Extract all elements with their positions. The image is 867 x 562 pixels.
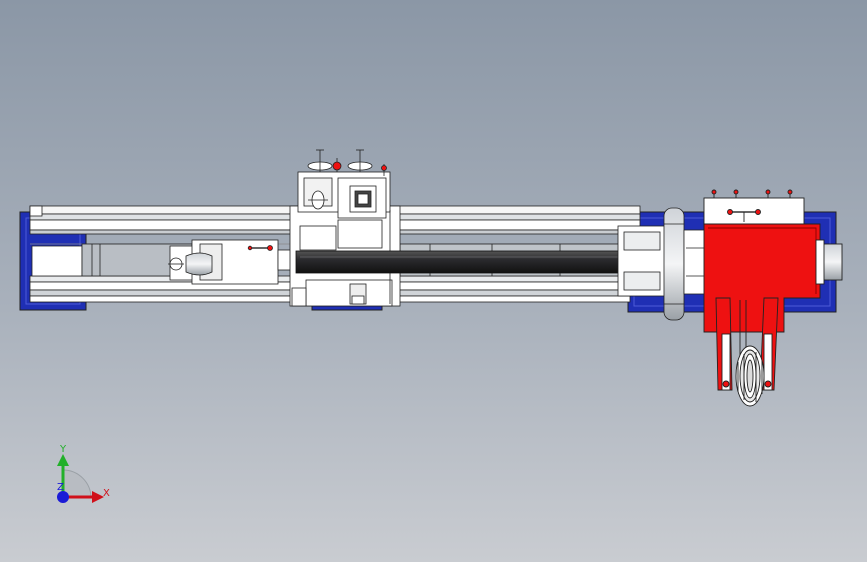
feed-gearbox[interactable] (617, 225, 667, 297)
coordinate-triad[interactable]: Y X Z (57, 444, 110, 503)
triad-x-label: X (103, 488, 110, 499)
triad-z-axis (57, 491, 69, 503)
tailstock-lock-lever-icon[interactable] (247, 245, 273, 251)
triad-y-label: Y (59, 444, 67, 455)
carriage[interactable] (289, 149, 401, 307)
chuck-flange[interactable] (663, 207, 707, 321)
tailstock[interactable] (168, 239, 297, 285)
triad-z-label: Z (57, 482, 64, 493)
cross-slide-handwheel-icon[interactable] (307, 149, 333, 172)
compound-handwheel-icon[interactable] (347, 149, 373, 172)
headstock-bolt-icon (711, 189, 793, 198)
headstock-top-cover[interactable] (703, 197, 805, 225)
pulley-stack-icon (735, 345, 765, 407)
headstock[interactable] (703, 189, 843, 333)
apron-handwheel-icon[interactable] (308, 190, 328, 210)
pulley-drive[interactable] (715, 297, 779, 407)
carriage-lock-handle-icon[interactable] (332, 158, 387, 176)
headstock-lever-icon[interactable] (727, 209, 761, 223)
